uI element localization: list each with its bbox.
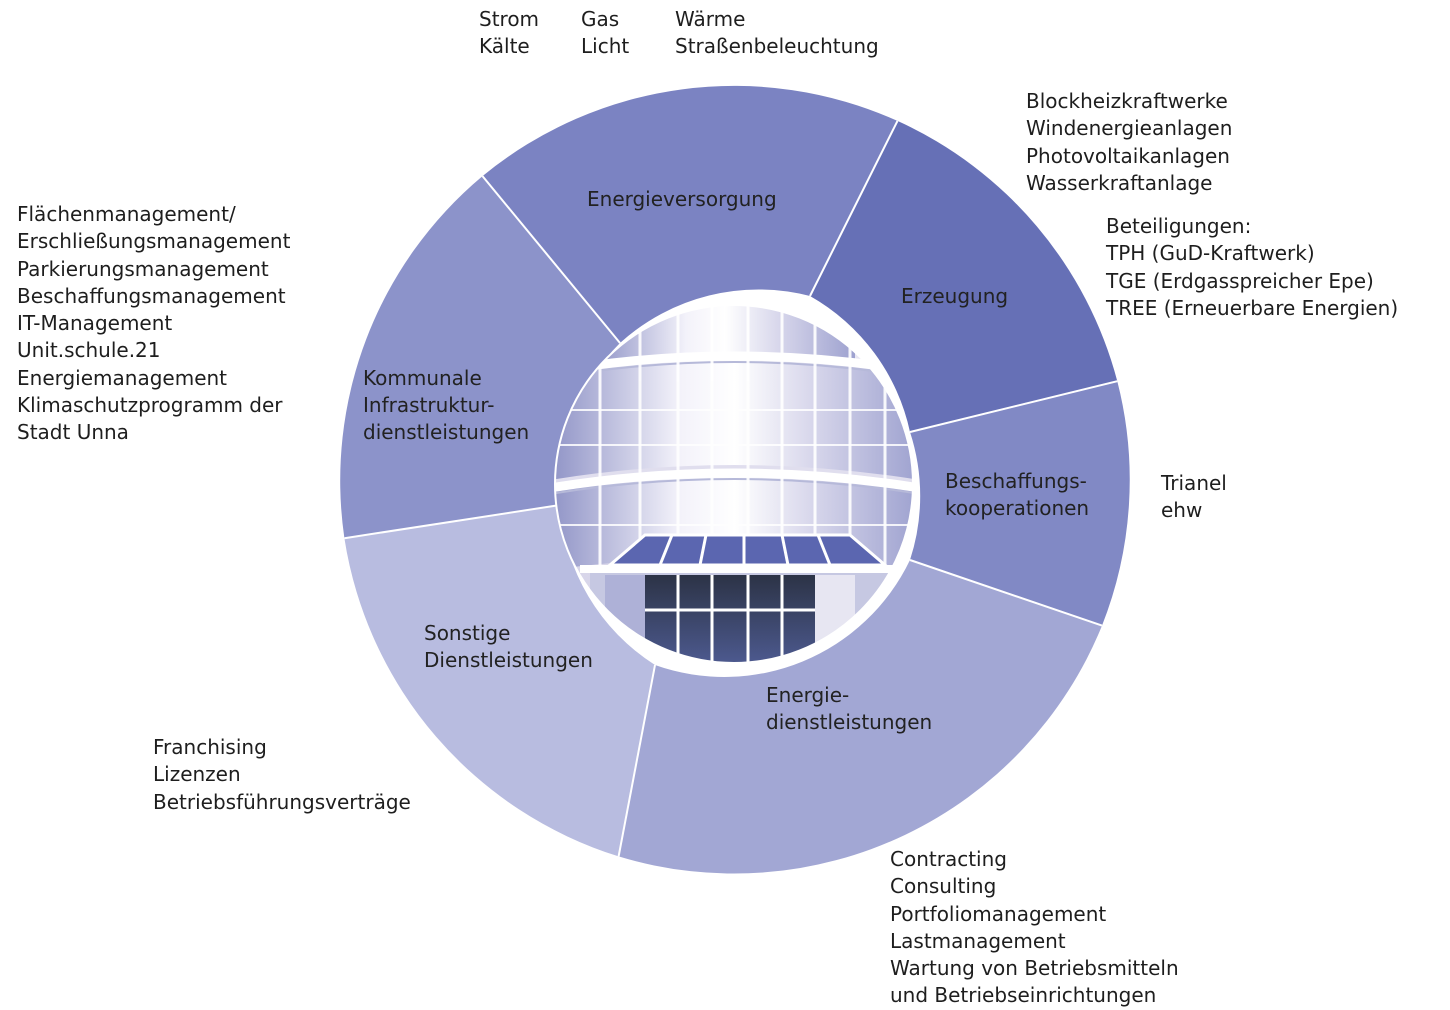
annotation-line: und Betriebseinrichtungen bbox=[890, 983, 1157, 1008]
annotation-line: TPH (GuD-Kraftwerk) bbox=[1106, 241, 1315, 266]
annotation-energiedienst: Contracting Consulting Portfoliomanageme… bbox=[890, 846, 1179, 1010]
segment-energiedienst bbox=[618, 560, 1102, 874]
annotation-line: Parkierungsmanagement bbox=[17, 256, 269, 281]
annotation-line: ehw bbox=[1161, 498, 1203, 523]
glass-building-photo-icon bbox=[555, 305, 913, 663]
annotation-sonstige: Franchising Lizenzen Betriebsführungsver… bbox=[153, 734, 411, 816]
annotation-line: Trianel bbox=[1161, 471, 1227, 495]
segment-label-line: Sonstige bbox=[424, 621, 511, 645]
annotation-line: TREE (Erneuerbare Energien) bbox=[1106, 295, 1399, 320]
annotation-beschaffung: Trianel ehw bbox=[1161, 470, 1227, 525]
annotation-line: Wärme bbox=[675, 7, 746, 31]
segment-label-line: Dienstleistungen bbox=[424, 648, 593, 672]
annotation-kommunale: Flächenmanagement/ Erschließungsmanageme… bbox=[17, 201, 290, 447]
segment-label-energieversorgung: Energieversorgung bbox=[587, 186, 777, 213]
annotation-line: Lastmanagement bbox=[890, 928, 1066, 953]
annotation-line: Blockheizkraftwerke bbox=[1026, 89, 1228, 113]
annotation-line: Kälte bbox=[479, 34, 530, 59]
segment-dividers bbox=[344, 120, 1118, 857]
annotation-line: Franchising bbox=[153, 735, 267, 759]
segment-label-erzeugung: Erzeugung bbox=[901, 283, 1008, 310]
segment-label-line: Erzeugung bbox=[901, 284, 1009, 308]
annotation-line: Wasserkraftanlage bbox=[1026, 170, 1213, 195]
segment-energieversorgung bbox=[482, 85, 898, 343]
segment-label-sonstige: Sonstige Dienstleistungen bbox=[424, 620, 593, 674]
annotation-line: Beteiligungen: bbox=[1106, 214, 1252, 238]
annotation-line: Strom bbox=[479, 7, 540, 31]
segment-label-line: Energie- bbox=[766, 683, 850, 707]
segment-beschaffung bbox=[910, 381, 1130, 626]
segment-sonstige bbox=[344, 505, 655, 857]
annotation-energieversorgung-col1: Strom Kälte bbox=[479, 6, 539, 61]
annotation-erzeugung-beteiligungen: Beteiligungen: TPH (GuD-Kraftwerk) TGE (… bbox=[1106, 213, 1398, 322]
segment-label-kommunale: Kommunale Infrastruktur- dienstleistunge… bbox=[363, 365, 529, 446]
segment-label-line: kooperationen bbox=[945, 496, 1090, 520]
annotation-line: Erschließungsmanagement bbox=[17, 229, 291, 254]
annotation-line: Lizenzen bbox=[153, 762, 241, 787]
segment-label-line: Energieversorgung bbox=[587, 187, 777, 211]
segment-label-energiedienst: Energie- dienstleistungen bbox=[766, 682, 932, 736]
segment-label-line: Infrastruktur- bbox=[363, 393, 495, 417]
annotation-line: Beschaffungsmanagement bbox=[17, 283, 286, 308]
annotation-line: Betriebsführungsverträge bbox=[153, 789, 411, 814]
annotation-line: Straßenbeleuchtung bbox=[675, 34, 879, 59]
segment-label-line: Beschaffungs- bbox=[945, 469, 1087, 493]
annotation-line: Gas bbox=[581, 7, 620, 31]
annotation-energieversorgung-col2: Gas Licht bbox=[581, 6, 629, 61]
annotation-line: Portfoliomanagement bbox=[890, 901, 1107, 926]
annotation-line: Wartung von Betriebsmitteln bbox=[890, 956, 1179, 981]
annotation-erzeugung-anlagen: Blockheizkraftwerke Windenergieanlagen P… bbox=[1026, 88, 1232, 197]
segment-kommunale bbox=[340, 176, 620, 539]
annotation-line: Stadt Unna bbox=[17, 420, 129, 445]
annotation-line: Flächenmanagement/ bbox=[17, 202, 236, 226]
annotation-energieversorgung-col3: Wärme Straßenbeleuchtung bbox=[675, 6, 879, 61]
annotation-line: Klimaschutzprogramm der bbox=[17, 393, 283, 418]
annotation-line: TGE (Erdgasspreicher Epe) bbox=[1106, 268, 1374, 293]
annotation-line: Consulting bbox=[890, 874, 997, 899]
annotation-line: Energiemanagement bbox=[17, 365, 228, 390]
segment-label-line: dienstleistungen bbox=[363, 420, 530, 444]
annotation-line: Photovoltaikanlagen bbox=[1026, 143, 1230, 168]
annotation-line: Contracting bbox=[890, 847, 1007, 871]
annotation-line: IT-Management bbox=[17, 311, 173, 336]
annotation-line: Windenergieanlagen bbox=[1026, 116, 1233, 141]
segment-label-beschaffung: Beschaffungs- kooperationen bbox=[945, 468, 1089, 522]
annotation-line: Unit.schule.21 bbox=[17, 338, 161, 363]
annotation-line: Licht bbox=[581, 34, 630, 59]
segment-label-line: Kommunale bbox=[363, 366, 482, 390]
segment-erzeugung bbox=[810, 120, 1118, 433]
segment-label-line: dienstleistungen bbox=[766, 710, 933, 734]
